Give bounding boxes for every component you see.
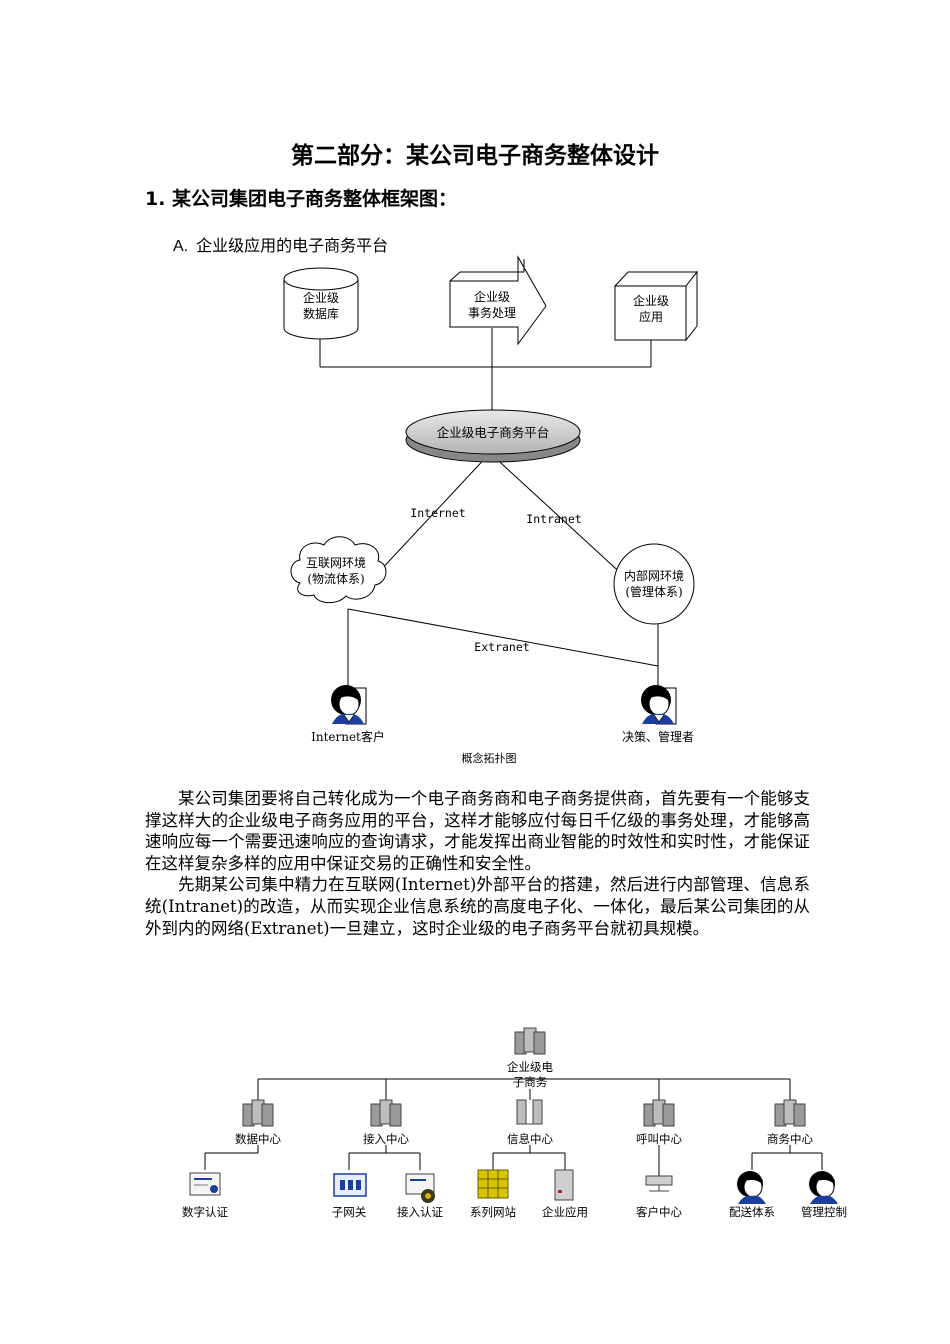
subsection-label: A. xyxy=(173,238,189,255)
center-label: 信息中心 xyxy=(507,1132,553,1146)
data-center-server-icon xyxy=(242,1099,274,1127)
center-label: 呼叫中心 xyxy=(636,1132,682,1146)
paragraph-1: 某公司集团要将自己转化成为一个电子商务商和电子商务提供商，首先要有一个能够支撑这… xyxy=(145,789,810,873)
cloud-label-2: (物流体系) xyxy=(307,572,364,586)
leaf-label: 客户中心 xyxy=(636,1205,682,1219)
internet-environment-cloud: 互联网环境 (物流体系) xyxy=(290,536,387,604)
diagram-caption: 概念拓扑图 xyxy=(462,751,517,765)
inner-label-2: (管理体系) xyxy=(625,584,682,599)
subsection-heading: A. 企业级应用的电子商务平台 xyxy=(173,232,388,256)
tx-label-2: 事务处理 xyxy=(468,305,516,320)
root-label-2: 子商务 xyxy=(513,1075,548,1089)
link-intranet-label: Intranet xyxy=(526,512,581,526)
leaf-label: 配送体系 xyxy=(729,1205,775,1219)
page-title: 第二部分：某公司电子商务整体设计 xyxy=(291,143,659,169)
user-left-label: Internet客户 xyxy=(311,729,385,744)
call-center-server-icon xyxy=(643,1099,675,1127)
delivery-system-person-icon xyxy=(737,1171,766,1204)
section-heading: 1. 某公司集团电子商务整体框架图： xyxy=(145,188,458,210)
center-label: 接入中心 xyxy=(363,1132,409,1146)
leaf-label: 数字认证 xyxy=(182,1205,228,1219)
concept-topology-diagram: 企业级 数据库 企业级 事务处理 企业级 应用 企业级电子商务平台 Intern… xyxy=(283,255,699,765)
root-label-1: 企业级电 xyxy=(507,1060,553,1074)
internet-customer-icon xyxy=(331,685,367,725)
ecommerce-hierarchy-diagram: 企业级电 子商务 数据中心 接入中心 信息中心 呼叫中心 商务中心 xyxy=(182,1027,847,1219)
center-label: 商务中心 xyxy=(767,1132,813,1146)
tx-label-1: 企业级 xyxy=(474,289,510,304)
link-extranet-label: Extranet xyxy=(474,640,529,654)
business-center-server-icon xyxy=(774,1099,806,1127)
decision-manager-icon xyxy=(641,685,677,725)
db-label-2: 数据库 xyxy=(303,306,339,321)
info-center-server-icon xyxy=(516,1099,543,1125)
enterprise-application: 企业级 应用 xyxy=(613,270,699,342)
platform-label: 企业级电子商务平台 xyxy=(437,425,550,440)
enterprise-transaction: 企业级 事务处理 xyxy=(449,255,547,346)
leaf-label: 管理控制 xyxy=(801,1205,847,1219)
access-auth-icon xyxy=(405,1173,435,1203)
paragraph-2: 先期某公司集中精力在互联网(Internet)外部平台的搭建，然后进行内部管理、… xyxy=(145,875,810,938)
customer-center-device-icon xyxy=(645,1175,673,1192)
leaf-label: 系列网站 xyxy=(470,1205,516,1219)
db-label-1: 企业级 xyxy=(303,290,339,305)
website-series-icon xyxy=(477,1169,509,1199)
enterprise-app-server-icon xyxy=(554,1169,574,1201)
access-center-server-icon xyxy=(370,1099,402,1127)
root-server-icon xyxy=(514,1027,546,1055)
leaf-label: 接入认证 xyxy=(397,1205,443,1219)
ecommerce-platform: 企业级电子商务平台 xyxy=(405,409,581,463)
body-text: 某公司集团要将自己转化成为一个电子商务商和电子商务提供商，首先要有一个能够支撑这… xyxy=(145,788,810,939)
app-label-2: 应用 xyxy=(639,309,663,324)
leaf-label: 企业应用 xyxy=(542,1205,588,1219)
leaf-label: 子网关 xyxy=(332,1205,367,1219)
user-right-label: 决策、管理者 xyxy=(622,729,694,744)
subnet-gateway-icon xyxy=(333,1173,367,1197)
center-label: 数据中心 xyxy=(235,1132,281,1146)
management-control-person-icon xyxy=(809,1171,838,1204)
app-label-1: 企业级 xyxy=(633,293,669,308)
internal-network-circle: 内部网环境 (管理体系) xyxy=(613,543,695,625)
subsection-text: 企业级应用的电子商务平台 xyxy=(196,236,389,255)
link-internet-label: Internet xyxy=(410,506,465,520)
certificate-icon xyxy=(189,1172,221,1196)
enterprise-database: 企业级 数据库 xyxy=(283,267,359,340)
inner-label-1: 内部网环境 xyxy=(624,568,684,583)
cloud-label-1: 互联网环境 xyxy=(306,555,366,570)
